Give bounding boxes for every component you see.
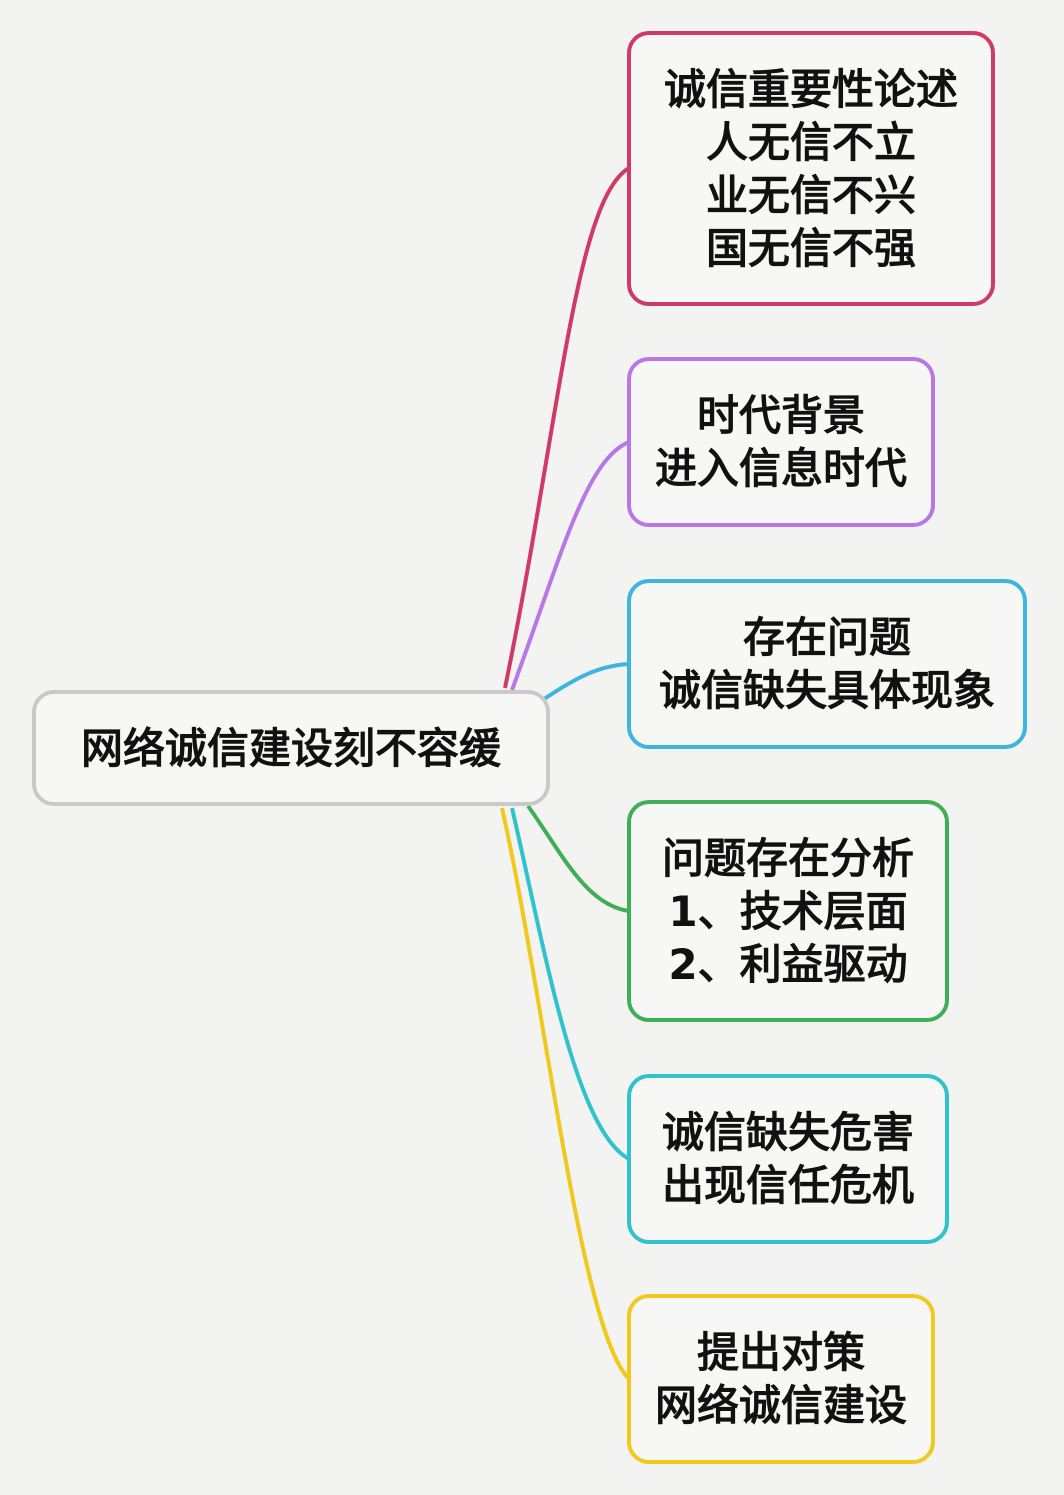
topic-line: 业无信不兴 (705, 170, 916, 220)
connector-1 (503, 166, 631, 689)
connector-4 (526, 804, 630, 913)
topic-line: 进入信息时代 (654, 444, 907, 493)
topic-line: 诚信缺失危害 (661, 1108, 914, 1157)
topic-line: 问题存在分析 (661, 833, 914, 883)
topic-harm[interactable]: 诚信缺失危害 出现信任危机 (627, 1074, 949, 1244)
topic-line: 诚信重要性论述 (663, 64, 958, 114)
root-topic-label: 网络诚信建设刻不容缓 (80, 723, 501, 773)
connector-2 (510, 440, 630, 691)
topic-line: 诚信缺失具体现象 (658, 666, 995, 715)
topic-line: 人无信不立 (705, 117, 916, 167)
topic-line: 2、利益驱动 (668, 939, 908, 989)
topic-line: 出现信任危机 (661, 1161, 914, 1210)
topic-line: 国无信不强 (705, 223, 916, 273)
topic-problem-analysis[interactable]: 问题存在分析 1、技术层面 2、利益驱动 (627, 800, 949, 1022)
topic-integrity-importance[interactable]: 诚信重要性论述 人无信不立 业无信不兴 国无信不强 (627, 31, 995, 306)
topic-countermeasures[interactable]: 提出对策 网络诚信建设 (627, 1294, 935, 1464)
topic-line: 存在问题 (742, 613, 911, 662)
topic-line: 1、技术层面 (668, 886, 908, 936)
topic-line: 提出对策 (696, 1328, 865, 1377)
connector-5 (510, 807, 630, 1161)
connector-6 (500, 807, 631, 1381)
topic-line: 网络诚信建设 (654, 1381, 907, 1430)
topic-existing-problems[interactable]: 存在问题 诚信缺失具体现象 (627, 579, 1027, 749)
topic-era-background[interactable]: 时代背景 进入信息时代 (627, 357, 935, 527)
root-topic[interactable]: 网络诚信建设刻不容缓 (32, 690, 550, 806)
topic-line: 时代背景 (696, 391, 865, 440)
